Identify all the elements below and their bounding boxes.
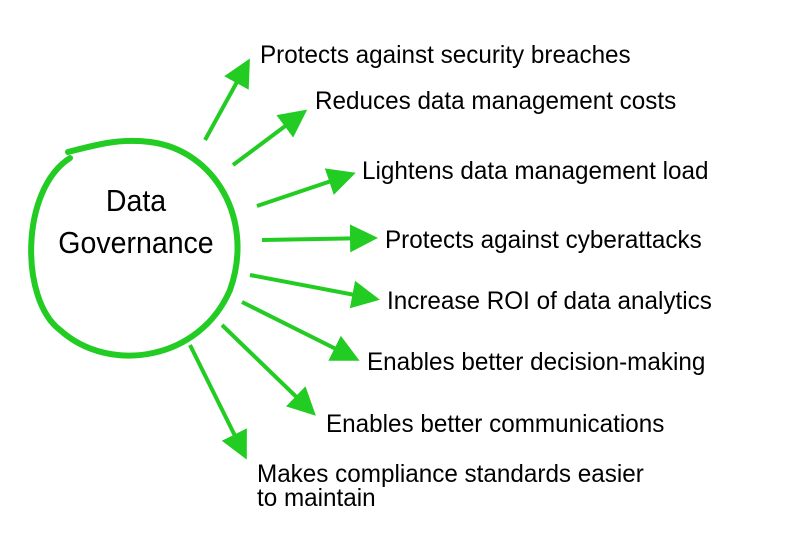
benefit-label-8-cont: to maintain — [257, 484, 376, 512]
arrow-6 — [241, 300, 360, 361]
benefit-label-4: Protects against cyberattacks — [385, 226, 702, 254]
center-title-line1: Data — [105, 183, 167, 218]
benefit-label-6: Enables better decision-making — [367, 348, 706, 376]
benefit-label-8: Makes compliance standards easier — [257, 460, 644, 488]
arrow-7 — [220, 323, 316, 416]
benefit-label-3: Lightens data management load — [362, 157, 709, 185]
benefit-label-2: Reduces data management costs — [315, 87, 677, 115]
arrow-1 — [203, 58, 250, 141]
center-title: Data Governance — [44, 180, 228, 264]
arrow-4 — [261, 224, 378, 253]
benefit-label-5: Increase ROI of data analytics — [387, 287, 712, 315]
center-circle — [28, 137, 241, 359]
benefit-label-1: Protects against security breaches — [260, 41, 631, 69]
center-title-line2: Governance — [58, 225, 214, 260]
arrow-3 — [256, 168, 356, 208]
arrow-5 — [249, 273, 380, 309]
arrow-2 — [231, 109, 308, 167]
arrow-8 — [188, 344, 247, 460]
benefit-label-7: Enables better communications — [326, 410, 665, 438]
